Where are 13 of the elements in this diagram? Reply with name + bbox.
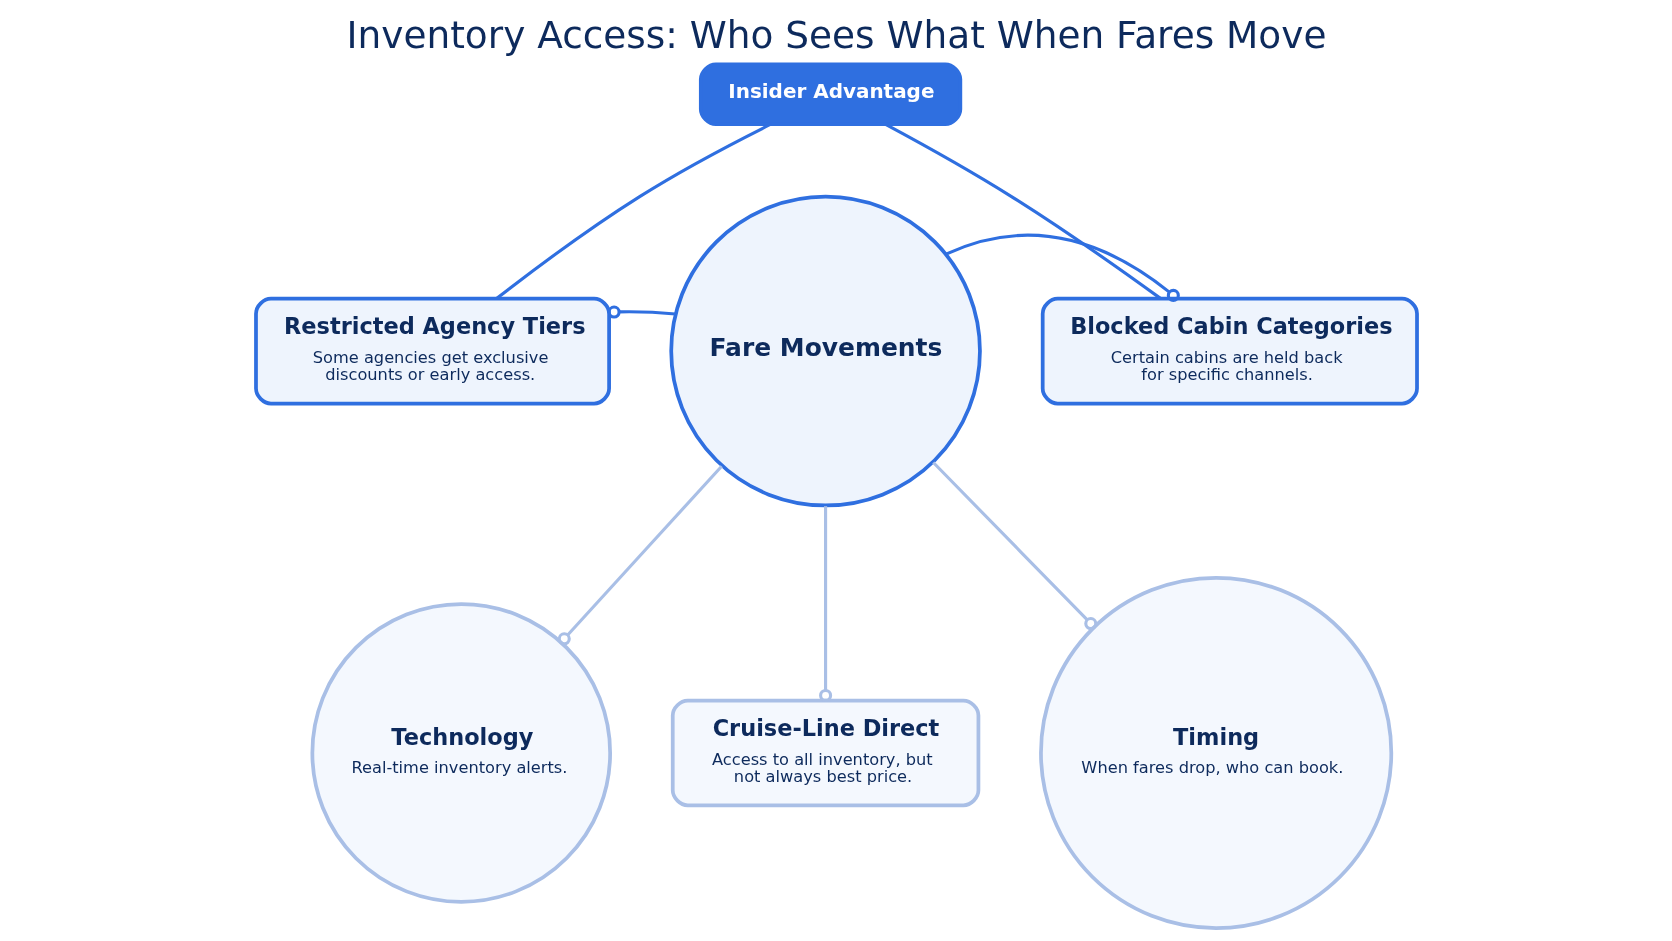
node-box: Blocked Cabin Categories Certain cabins are held back for specific channels.: [1040, 296, 1419, 406]
node-circle: Technology Real-time inventory alerts.: [310, 602, 612, 904]
connector: [931, 461, 1097, 631]
diagram-title: Inventory Access: Who Sees What When Fares Move: [346, 13, 1326, 58]
node-circle: Fare Movements: [668, 194, 982, 508]
connector: [557, 465, 723, 646]
connector: [818, 506, 832, 702]
node-box: Restricted Agency Tiers Some agencies get exclusive discounts or early access.: [253, 296, 611, 406]
node-circle: Timing When fares drop, who can book.: [1038, 575, 1393, 930]
node-box: Cruise-Line Direct Access to all inventory, but not always best price.: [670, 698, 980, 808]
node-box: Insider Advantage: [698, 62, 962, 127]
connector: [607, 305, 676, 319]
connector: [944, 233, 1180, 302]
